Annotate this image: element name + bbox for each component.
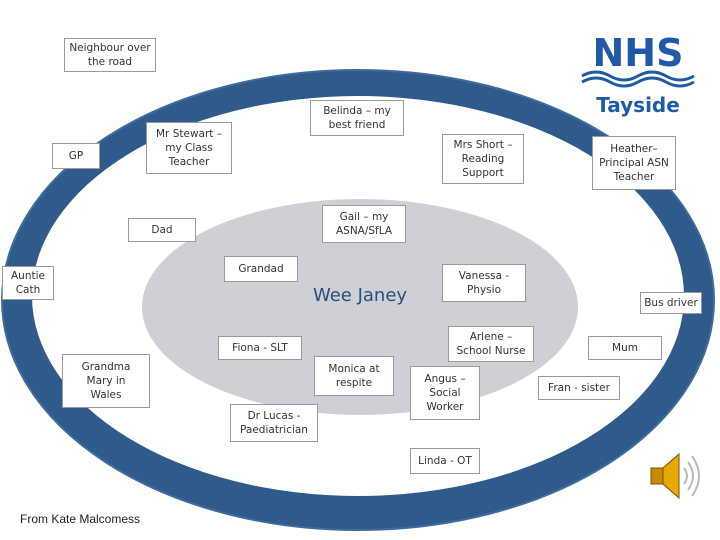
- label-mr-stewart: Mr Stewart – my Class Teacher: [146, 122, 232, 174]
- label-bus-driver: Bus driver: [640, 292, 702, 314]
- label-vanessa: Vanessa - Physio: [442, 264, 526, 302]
- label-gail: Gail – my ASNA/SfLA: [322, 205, 406, 243]
- nhs-logo-text: NHS: [593, 31, 684, 75]
- label-dr-lucas: Dr Lucas - Paediatrician: [230, 404, 318, 442]
- label-mum: Mum: [588, 336, 662, 360]
- label-neighbour: Neighbour over the road: [64, 38, 156, 72]
- label-fiona: Fiona - SLT: [218, 336, 302, 360]
- label-auntie-cath: Auntie Cath: [2, 266, 54, 300]
- label-grandma: Grandma Mary in Wales: [62, 354, 150, 408]
- nhs-logo-region: Tayside: [596, 93, 680, 117]
- label-mrs-short: Mrs Short – Reading Support: [442, 134, 524, 184]
- speaker-icon[interactable]: [645, 448, 703, 504]
- label-linda: Linda - OT: [410, 448, 480, 474]
- label-grandad: Grandad: [224, 256, 298, 282]
- label-monica: Monica at respite: [314, 356, 394, 396]
- label-fran: Fran - sister: [538, 376, 620, 400]
- nhs-wave-logo: [581, 70, 695, 82]
- label-dad: Dad: [128, 218, 196, 242]
- nhs-logo: NHS Tayside: [581, 31, 695, 117]
- label-arlene: Arlene – School Nurse: [448, 326, 534, 362]
- credit-text: From Kate Malcomess: [20, 512, 141, 526]
- centre-label: Wee Janey: [312, 285, 408, 306]
- label-angus: Angus – Social Worker: [410, 366, 480, 420]
- label-gp: GP: [52, 143, 100, 169]
- label-belinda: Belinda – my best friend: [310, 100, 404, 136]
- label-heather: Heather– Principal ASN Teacher: [592, 136, 676, 190]
